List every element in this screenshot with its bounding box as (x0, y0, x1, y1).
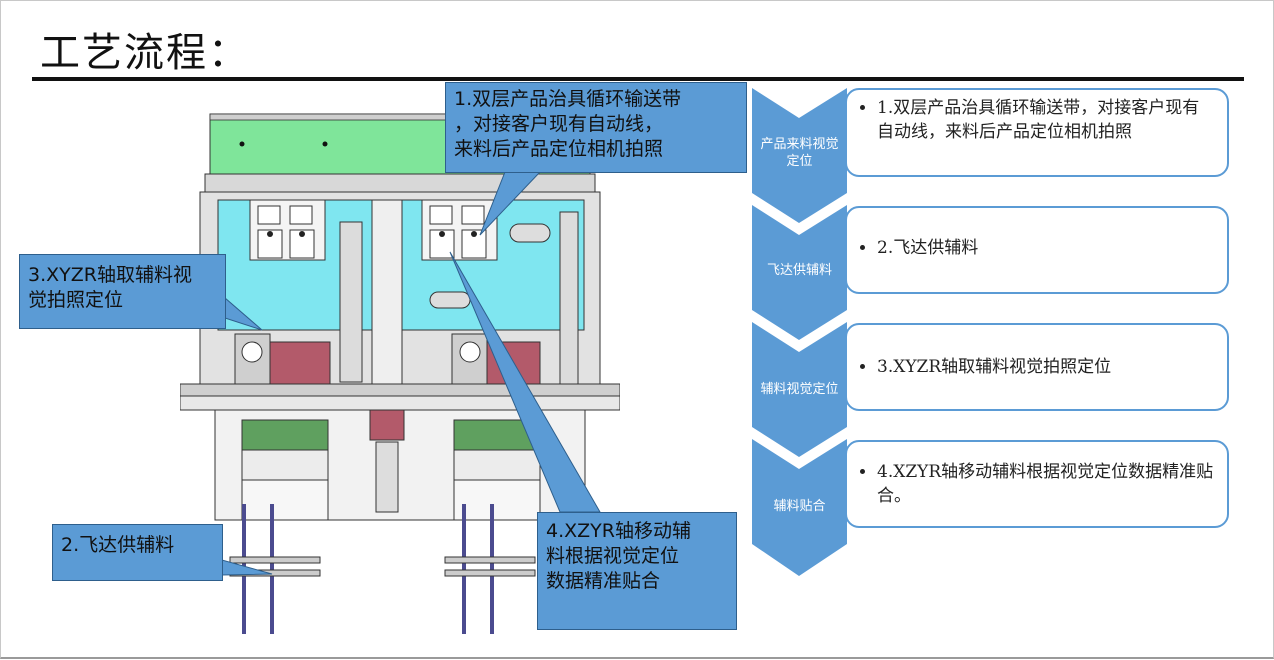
flow-step-4-box: 4.XZYR轴移动辅料根据视觉定位数据精准贴合。 (845, 440, 1229, 528)
flow-chevron-3 (752, 322, 847, 457)
callout-conveyor: 1.双层产品治具循环输送带 ，对接客户现有自动线， 来料后产品定位相机拍照 (445, 82, 747, 173)
callout-xzyr-bonding: 4.XZYR轴移动辅 料根据视觉定位 数据精准贴合 (537, 512, 737, 630)
flow-chevron-2 (752, 205, 847, 340)
flow-step-2-text: 2.飞达供辅料 (877, 236, 1215, 260)
flow-step-4-label: 辅料贴合 (773, 499, 826, 514)
slide-title: 工艺流程： (40, 30, 250, 76)
callout-xyzr-vision: 3.XYZR轴取辅料视 觉拍照定位 (19, 254, 226, 329)
process-flow: 产品来料视觉 定位 飞达供辅料 辅料视觉定位 辅料贴合 (752, 88, 847, 576)
flow-step-1-box: 1.双层产品治具循环输送带，对接客户现有自动线，来料后产品定位相机拍照 (845, 88, 1229, 177)
flow-chevron-4 (752, 439, 847, 576)
flow-step-1-label: 产品来料视觉 定位 (752, 136, 847, 170)
callout-xzyr-line-2: 料根据视觉定位 (546, 545, 680, 567)
flow-step-2-label: 飞达供辅料 (766, 263, 832, 278)
callout-xyzr-line-2: 觉拍照定位 (28, 289, 124, 311)
callout-feeder: 2.飞达供辅料 (52, 524, 223, 581)
flow-step-1-label-line-2: 定位 (786, 154, 813, 169)
callout-xzyr-line-1: 4.XZYR轴移动辅 (546, 520, 691, 542)
title-divider (32, 77, 1244, 81)
flow-chevron-1 (752, 88, 847, 223)
flow-step-4-text: 4.XZYR轴移动辅料根据视觉定位数据精准贴合。 (877, 460, 1215, 508)
callout-conveyor-line-1: 1.双层产品治具循环输送带 (454, 88, 682, 110)
callout-conveyor-line-2: ，对接客户现有自动线， (454, 113, 664, 135)
flow-step-3-box: 3.XYZR轴取辅料视觉拍照定位 (845, 323, 1229, 411)
callout-xyzr-line-1: 3.XYZR轴取辅料视 (28, 264, 192, 286)
flow-step-3-label: 辅料视觉定位 (760, 382, 839, 397)
flow-step-1-text: 1.双层产品治具循环输送带，对接客户现有自动线，来料后产品定位相机拍照 (877, 96, 1215, 144)
callout-xzyr-line-3: 数据精准贴合 (546, 570, 661, 592)
flow-step-1-label-line-1: 产品来料视觉 (760, 137, 839, 152)
flow-step-3-text: 3.XYZR轴取辅料视觉拍照定位 (877, 355, 1215, 379)
callout-feeder-line-1: 2.飞达供辅料 (61, 534, 175, 556)
flow-step-2-box: 2.飞达供辅料 (845, 206, 1229, 294)
callout-conveyor-line-3: 来料后产品定位相机拍照 (454, 138, 664, 160)
